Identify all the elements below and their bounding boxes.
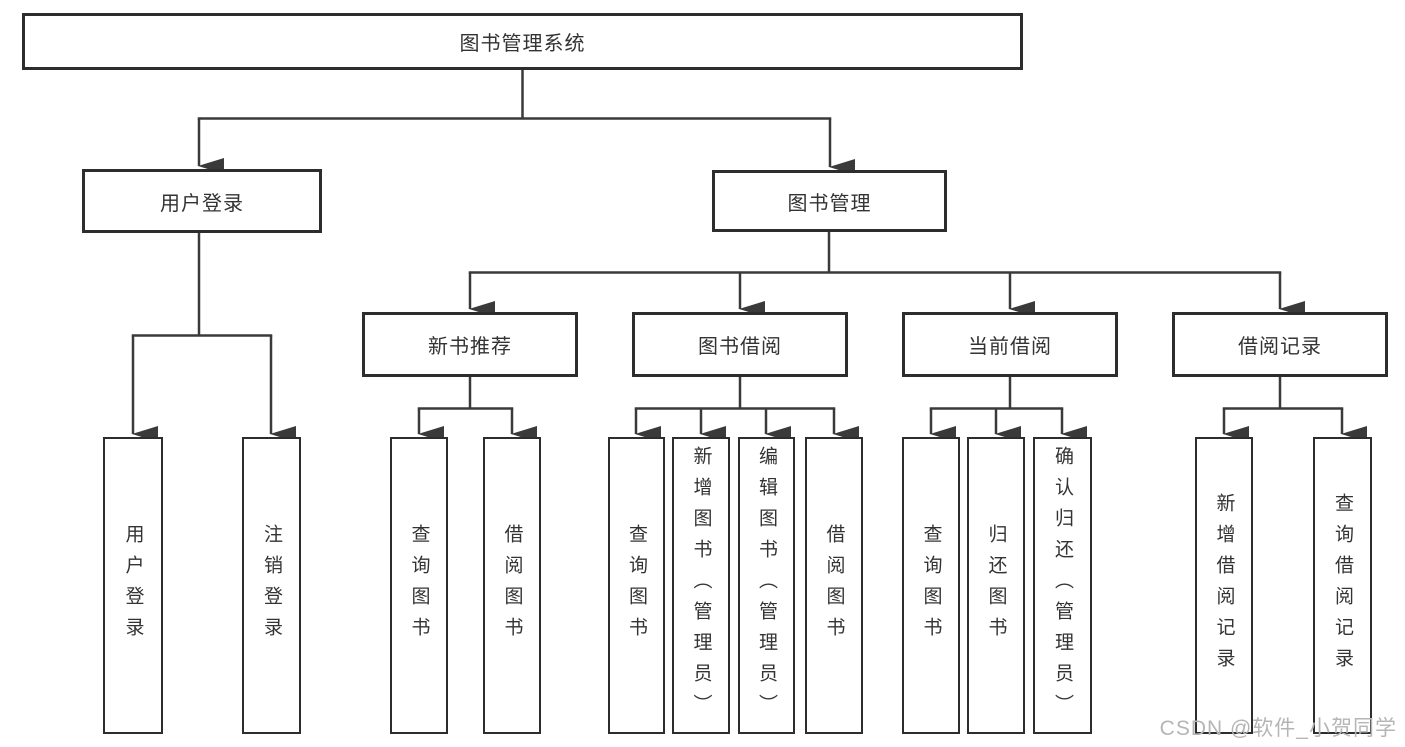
leaf-user-login: 用户登录 <box>103 437 163 734</box>
node-user-login: 用户登录 <box>82 169 322 233</box>
leaf-query-books-borrowing: 查询图书 <box>608 437 665 734</box>
node-book-management: 图书管理 <box>712 170 947 232</box>
leaf-query-borrow-record: 查询借阅记录 <box>1313 437 1372 734</box>
leaf-confirm-return-admin: 确认归还（管理员） <box>1033 437 1092 734</box>
node-library-management-system: 图书管理系统 <box>22 13 1023 70</box>
node-book-borrowing: 图书借阅 <box>632 312 848 377</box>
leaf-add-borrow-record: 新增借阅记录 <box>1195 437 1253 734</box>
leaf-add-books-admin: 新增图书（管理员） <box>672 437 730 734</box>
node-current-borrowing: 当前借阅 <box>902 312 1118 377</box>
leaf-return-books: 归还图书 <box>967 437 1025 734</box>
leaf-borrow-books-recommend: 借阅图书 <box>483 437 541 734</box>
node-new-book-recommend: 新书推荐 <box>362 312 578 377</box>
leaf-query-books-current: 查询图书 <box>902 437 960 734</box>
leaf-query-books-recommend: 查询图书 <box>390 437 448 734</box>
leaf-logout: 注销登录 <box>242 437 301 734</box>
leaf-edit-books-admin: 编辑图书（管理员） <box>738 437 795 734</box>
csdn-watermark: CSDN @软件_小贺同学 <box>1159 717 1397 740</box>
leaf-borrow-books: 借阅图书 <box>805 437 863 734</box>
node-borrowing-records: 借阅记录 <box>1172 312 1388 377</box>
